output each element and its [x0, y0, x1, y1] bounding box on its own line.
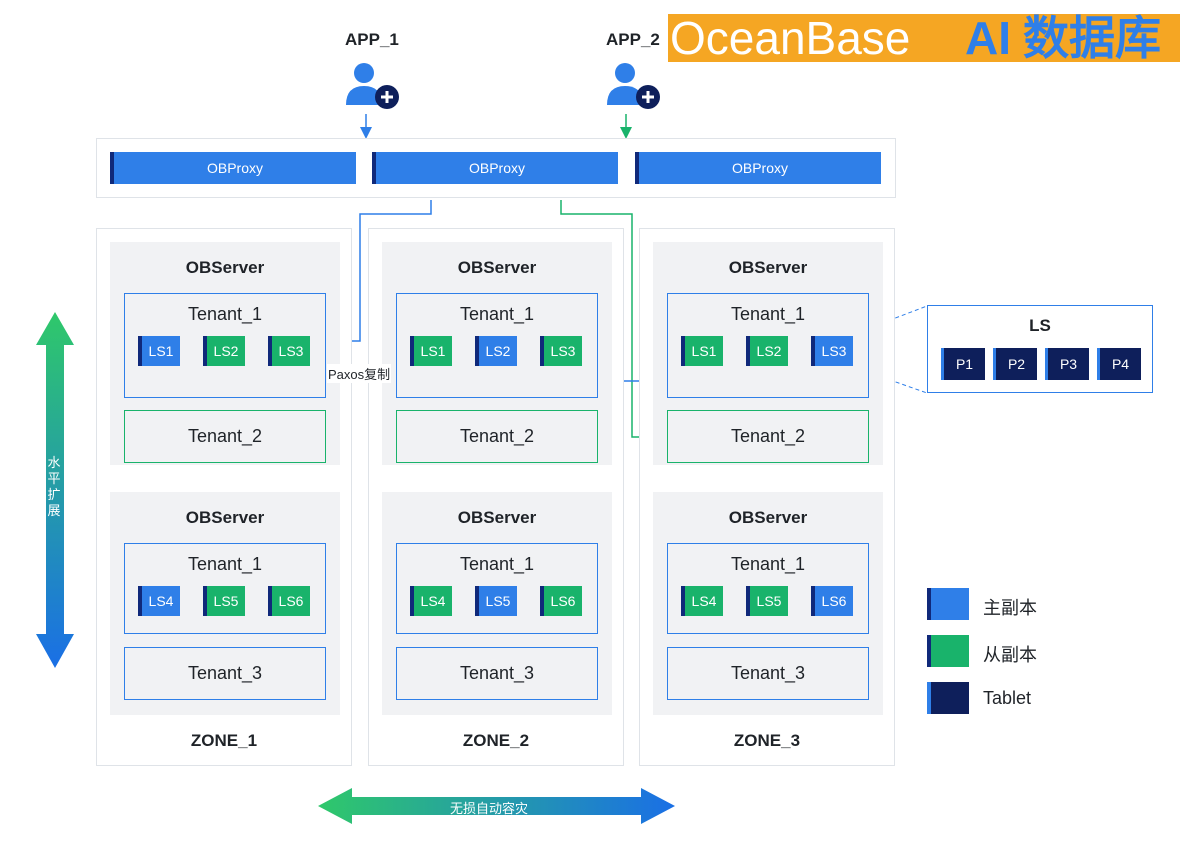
oceanbase-banner: OceanBase AI 数据库 — [668, 14, 1180, 62]
zone-title: ZONE_1 — [190, 731, 258, 750]
observer-title: OBServer — [728, 508, 808, 527]
observer-title: OBServer — [457, 508, 537, 527]
paxos-label: Paxos复制 — [327, 364, 392, 383]
ls-replica: LS3 — [268, 336, 310, 366]
legend-follower-swatch — [927, 635, 969, 667]
tenant-box: Tenant_1 LS4 LS5 LS6 — [124, 543, 326, 634]
observer: OBServer Tenant_1 LS1 LS2 LS3 Tenant_2 — [653, 242, 883, 465]
ls-replica: LS5 — [203, 586, 245, 616]
ls-replica: LS6 — [811, 586, 853, 616]
legend-follower-label: 从副本 — [983, 645, 1037, 665]
tenant-name: Tenant_1 — [187, 554, 263, 574]
ls-replica: LS3 — [811, 336, 853, 366]
horizontal-arrow-label: 无损自动容灾 — [450, 801, 529, 816]
observer-title: OBServer — [185, 258, 265, 277]
tenant-name: Tenant_2 — [187, 426, 263, 446]
tablet-p4: P4 — [1097, 348, 1141, 380]
zone-title: ZONE_2 — [462, 731, 530, 750]
tenant-box: Tenant_2 — [396, 410, 598, 463]
tenant-box: Tenant_1 LS1 LS2 LS3 — [124, 293, 326, 398]
ls-replica: LS2 — [203, 336, 245, 366]
banner-suffix: 数据库 — [1023, 14, 1161, 62]
app2-label: APP_2 — [606, 30, 660, 49]
tenant-box: Tenant_1 LS1 LS2 LS3 — [667, 293, 869, 398]
tenant-box: Tenant_1 LS4 LS5 LS6 — [667, 543, 869, 634]
tablet-p2: P2 — [993, 348, 1037, 380]
vertical-arrow-label: 水平扩展 — [47, 455, 61, 518]
observer: OBServer Tenant_1 LS4 LS5 LS6 Tenant_3 — [110, 492, 340, 715]
ls-replica: LS2 — [746, 336, 788, 366]
obproxy-3: OBProxy — [635, 152, 881, 184]
user-add-icon — [346, 63, 399, 109]
observer-title: OBServer — [728, 258, 808, 277]
observer: OBServer Tenant_1 LS4 LS5 LS6 Tenant_3 — [382, 492, 612, 715]
tenant-box: Tenant_1 LS4 LS5 LS6 — [396, 543, 598, 634]
user-add-icon — [607, 63, 660, 109]
obproxy-2: OBProxy — [372, 152, 618, 184]
zone-2: OBServer Tenant_1 LS1 LS2 LS3 Tenant_2 O… — [368, 228, 624, 766]
ls-replica: LS5 — [475, 586, 517, 616]
horizontal-failover-arrow — [318, 788, 675, 824]
tablet-p3: P3 — [1045, 348, 1089, 380]
ls-replica: LS5 — [746, 586, 788, 616]
zone-1: OBServer Tenant_1 LS1 LS2 LS3 Tenant_2 O… — [96, 228, 352, 766]
ls-replica: LS1 — [410, 336, 452, 366]
tenant-box: Tenant_1 LS1 LS2 LS3 — [396, 293, 598, 398]
tenant-name: Tenant_1 — [459, 554, 535, 574]
ls-replica: LS1 — [681, 336, 723, 366]
tenant-name: Tenant_1 — [459, 304, 535, 324]
ls-replica: LS4 — [410, 586, 452, 616]
obproxy-1: OBProxy — [110, 152, 356, 184]
tenant-name: Tenant_3 — [187, 663, 263, 683]
ls-replica: LS2 — [475, 336, 517, 366]
observer: OBServer Tenant_1 LS4 LS5 LS6 Tenant_3 — [653, 492, 883, 715]
tenant-name: Tenant_3 — [459, 663, 535, 683]
ls-replica: LS4 — [138, 586, 180, 616]
ls-replica: LS6 — [268, 586, 310, 616]
observer-title: OBServer — [185, 508, 265, 527]
zone-3: OBServer Tenant_1 LS1 LS2 LS3 Tenant_2 O… — [639, 228, 895, 766]
tenant-box: Tenant_2 — [667, 410, 869, 463]
banner-ai: AI — [965, 14, 1011, 62]
tenant-name: Tenant_3 — [730, 663, 806, 683]
ls-detail-panel: LS P1 P2 P3 P4 — [927, 305, 1153, 393]
tenant-name: Tenant_1 — [730, 554, 806, 574]
ls-replica: LS4 — [681, 586, 723, 616]
app1-label: APP_1 — [345, 30, 399, 49]
tenant-name: Tenant_2 — [459, 426, 535, 446]
tenant-box: Tenant_3 — [124, 647, 326, 700]
tablet-p1: P1 — [941, 348, 985, 380]
observer: OBServer Tenant_1 LS1 LS2 LS3 Tenant_2 — [382, 242, 612, 465]
vertical-scale-arrow — [36, 312, 74, 668]
legend-leader-swatch — [927, 588, 969, 620]
zone-title: ZONE_3 — [733, 731, 801, 750]
legend-tablet-label: Tablet — [983, 688, 1032, 708]
observer-title: OBServer — [457, 258, 537, 277]
tenant-name: Tenant_2 — [730, 426, 806, 446]
ls-replica: LS6 — [540, 586, 582, 616]
observer: OBServer Tenant_1 LS1 LS2 LS3 Tenant_2 — [110, 242, 340, 465]
tenant-box: Tenant_2 — [124, 410, 326, 463]
tenant-name: Tenant_1 — [730, 304, 806, 324]
tenant-box: Tenant_3 — [667, 647, 869, 700]
legend-tablet-swatch — [927, 682, 969, 714]
tenant-box: Tenant_3 — [396, 647, 598, 700]
ls-replica: LS1 — [138, 336, 180, 366]
ls-panel-title: LS — [1029, 316, 1051, 335]
banner-brand: OceanBase — [670, 14, 911, 62]
legend-leader-label: 主副本 — [983, 598, 1037, 618]
ls-replica: LS3 — [540, 336, 582, 366]
tenant-name: Tenant_1 — [187, 304, 263, 324]
